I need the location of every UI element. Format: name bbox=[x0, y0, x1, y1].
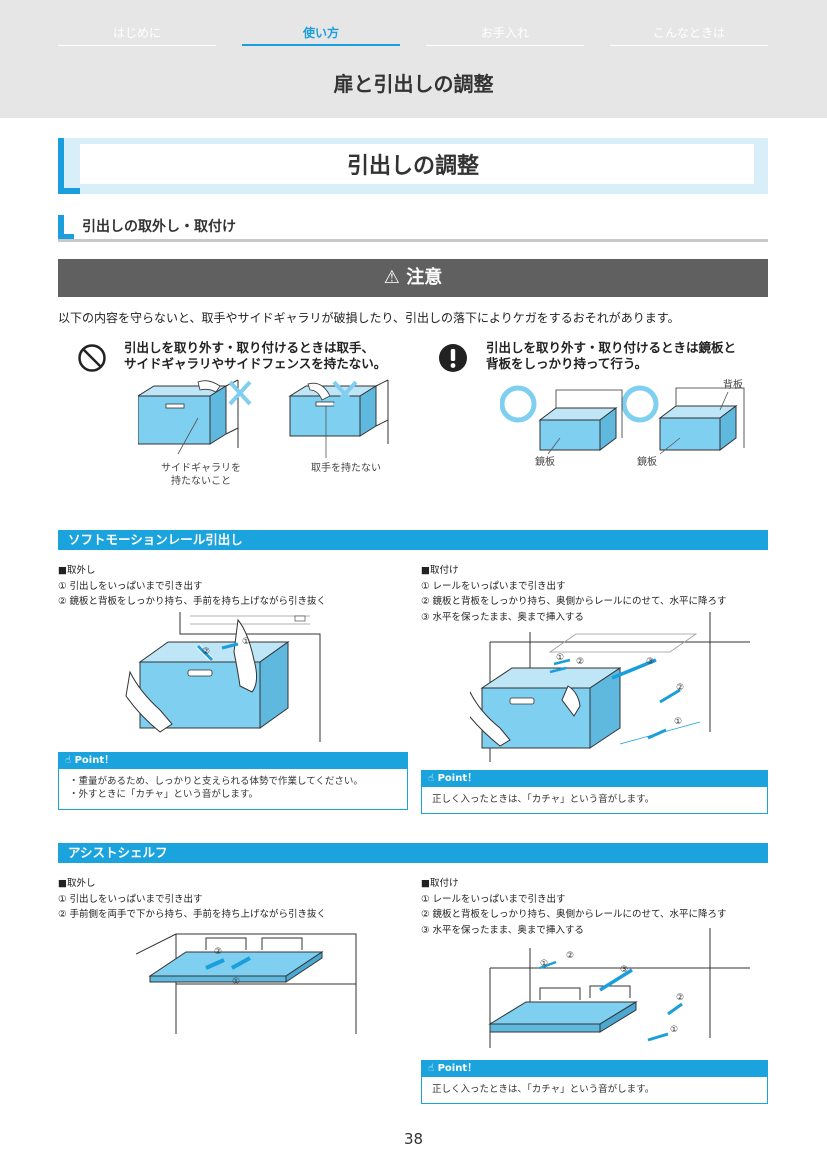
tab-oteire[interactable]: お手入れ bbox=[426, 24, 584, 46]
section-title: 引出しの調整 bbox=[346, 154, 479, 179]
svg-text:②: ② bbox=[202, 647, 210, 657]
pointing-hand-icon: ☝ bbox=[65, 755, 72, 766]
assist-install-steps: ■取付け ① レールをいっぱいまで引き出す ② 鏡板と背板をしっかり持ち、奥側か… bbox=[421, 878, 727, 936]
tab-hajimeni[interactable]: はじめに bbox=[58, 24, 216, 46]
section-banner: 引出しの調整 bbox=[58, 138, 768, 194]
svg-text:①: ① bbox=[556, 653, 564, 663]
subsection-title: 引出しの取外し・取付け bbox=[82, 219, 236, 235]
svg-text:③: ③ bbox=[646, 657, 654, 667]
prohibit-illustration bbox=[138, 379, 389, 458]
soft-install-illustration: ① ② ③ ② ① bbox=[470, 612, 750, 762]
assist-remove-illustration: ② ① bbox=[136, 933, 357, 1034]
svg-text:①: ① bbox=[232, 977, 240, 987]
pointing-hand-icon: ☝ bbox=[428, 1063, 435, 1074]
caution-label: 注意 bbox=[406, 267, 443, 288]
subsection-heading: 引出しの取外し・取付け bbox=[58, 213, 768, 242]
svg-text:②: ② bbox=[576, 657, 584, 667]
assist-remove-steps: ■取外し ① 引出しをいっぱいまで引き出す ② 手前側を両手で下から持ち、手前を… bbox=[58, 878, 327, 920]
label-front-panel-2: 鏡板 bbox=[637, 457, 657, 468]
page-number: 38 bbox=[403, 1130, 424, 1148]
svg-text:①: ① bbox=[670, 1025, 678, 1035]
svg-text:①: ① bbox=[674, 717, 682, 727]
label-back-panel: 背板 bbox=[723, 380, 743, 391]
page-title: 扉と引出しの調整 bbox=[333, 72, 494, 96]
pointing-hand-icon: ☝ bbox=[428, 773, 435, 784]
mandatory-icon bbox=[439, 344, 467, 372]
svg-text:①: ① bbox=[540, 959, 548, 969]
soft-point-right: ☝ Point！ 正しく入ったときは、「カチャ」という音がします。 bbox=[421, 770, 768, 814]
caption-side-gallery: サイドギャラリを 持たないこと bbox=[161, 463, 241, 487]
svg-text:③: ③ bbox=[620, 965, 628, 975]
assist-install-illustration: ① ② ③ ② ① bbox=[488, 928, 750, 1048]
svg-text:②: ② bbox=[214, 947, 222, 957]
svg-text:②: ② bbox=[566, 951, 574, 961]
tab-tsukaikata[interactable]: 使い方 bbox=[242, 24, 400, 46]
soft-remove-illustration: ② ① bbox=[125, 612, 321, 742]
svg-text:①: ① bbox=[242, 637, 250, 647]
caution-banner: ⚠ 注意 bbox=[58, 259, 768, 297]
soft-point-left: ☝ Point！ ・重量があるため、しっかりと支えられる体勢で作業してください。… bbox=[58, 752, 408, 810]
label-front-panel-1: 鏡板 bbox=[535, 457, 555, 468]
caution-intro: 以下の内容を守らないと、取手やサイドギャラリが破損したり、引出しの落下によりケガ… bbox=[58, 311, 680, 325]
soft-remove-steps: ■取外し ① 引出しをいっぱいまで引き出す ② 鏡板と背板をしっかり持ち、手前を… bbox=[58, 565, 327, 607]
assist-shelf-band: アシストシェルフ bbox=[58, 843, 768, 863]
prohibit-text: 引出しを取り外す・取り付けるときは取手、 サイドギャラリやサイドフェンスを持たな… bbox=[124, 340, 387, 371]
assist-point-right: ☝ Point！ 正しく入ったときは、「カチャ」という音がします。 bbox=[421, 1060, 768, 1104]
page-header: はじめに 使い方 お手入れ こんなときは 扉と引出しの調整 bbox=[0, 0, 827, 118]
chapter-nav: はじめに 使い方 お手入れ こんなときは bbox=[58, 24, 768, 46]
svg-text:②: ② bbox=[676, 993, 684, 1003]
mandatory-text: 引出しを取り外す・取り付けるときは鏡板と 背板をしっかり持って行う。 bbox=[486, 340, 737, 371]
warning-triangle-icon: ⚠ bbox=[383, 267, 400, 288]
svg-text:②: ② bbox=[676, 683, 684, 693]
soft-install-steps: ■取付け ① レールをいっぱいまで引き出す ② 鏡板と背板をしっかり持ち、奥側か… bbox=[421, 565, 727, 623]
soft-motion-band: ソフトモーションレール引出し bbox=[58, 530, 768, 550]
caption-handle: 取手を持たない bbox=[311, 463, 381, 474]
mandatory-illustration bbox=[500, 385, 745, 455]
tab-konnatoki[interactable]: こんなときは bbox=[610, 24, 768, 46]
prohibit-icon bbox=[78, 344, 106, 372]
